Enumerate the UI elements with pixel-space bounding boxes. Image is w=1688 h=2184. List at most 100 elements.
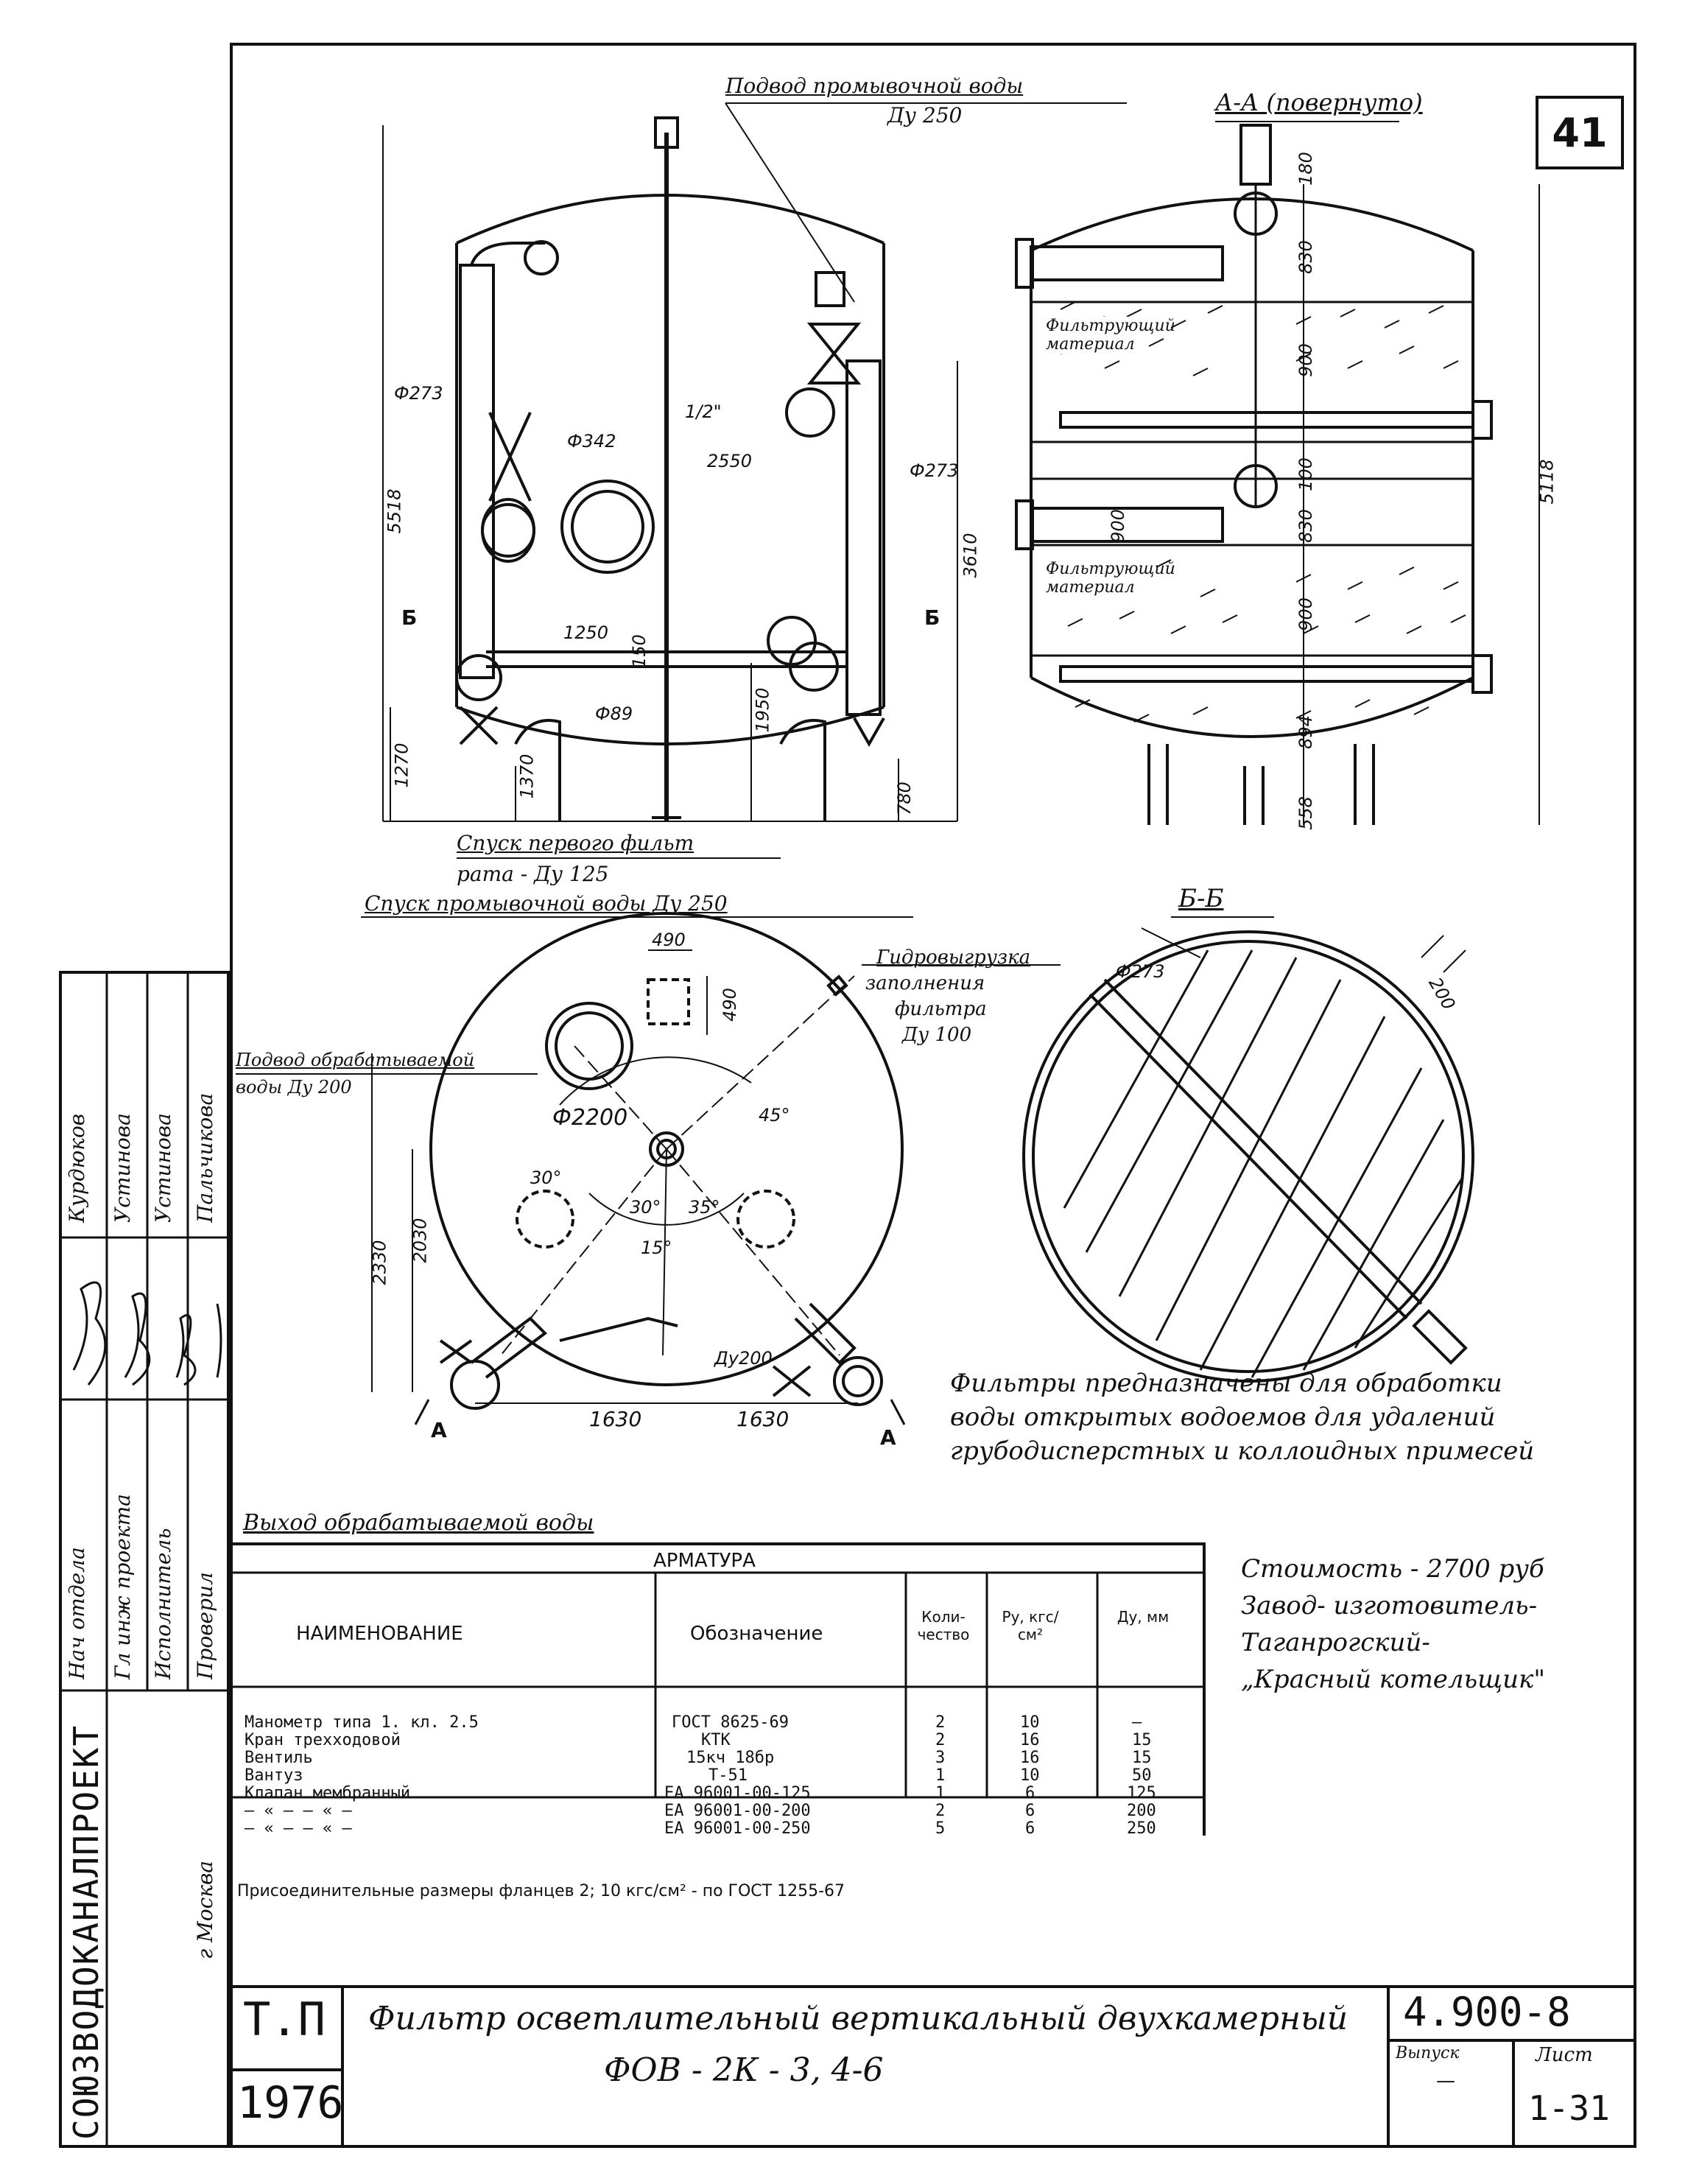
title-block [230, 1985, 1636, 2148]
table-row-4-name: Вантуз [245, 1766, 303, 1785]
front-view-vessel [382, 116, 958, 822]
table-row-5-qty: 1 [935, 1784, 946, 1802]
table-row-1-dy: — [1132, 1713, 1142, 1732]
section-bb-view [1022, 927, 1474, 1383]
dim-plan-2330: 2330 [369, 1240, 390, 1285]
dim-plan-1630-left: 1630 [589, 1407, 642, 1431]
section-bb-title: Б-Б [1178, 884, 1224, 913]
dim-front-d273-left: Ф273 [394, 383, 443, 404]
treated-water-outlet-label: Выход обрабатываемой воды [243, 1510, 594, 1536]
title-block-grid [230, 1985, 1636, 2148]
dim-front-780: 780 [893, 782, 915, 815]
filter-material-label-1: Фильтрующий материал [1046, 317, 1175, 354]
dim-aa-180: 180 [1295, 152, 1316, 186]
dim-aa-830-top: 830 [1295, 240, 1316, 274]
sheet-number: 41 [1536, 96, 1624, 169]
stamp-signatures [72, 1281, 222, 1386]
table-row-6-designation: ЕА 96001-00-200 [664, 1802, 811, 1820]
sheet-label: Лист [1536, 2044, 1593, 2066]
dim-front-1250: 1250 [563, 622, 609, 643]
title-code: 4.900-8 [1403, 1989, 1571, 2035]
armatura-table: Арматура Наименование Обозначение Коли-ч… [230, 1542, 1206, 1838]
table-row-5-py: 6 [1025, 1784, 1035, 1802]
header-dy: Ду, мм [1116, 1608, 1170, 1626]
dim-aa-830-bottom: 830 [1295, 509, 1316, 543]
table-row-6-qty: 2 [935, 1802, 946, 1820]
dim-front-d273-right: Ф273 [910, 460, 959, 481]
armatura-grid [230, 1571, 1206, 1799]
table-row-1-designation: ГОСТ 8625-69 [672, 1713, 789, 1732]
stamp-role-2: Гл инж проекта [110, 1494, 135, 1679]
wash-water-inlet-label: Подвод промывочной воды [725, 74, 1024, 98]
cost-line-1: Стоимость - 2700 руб [1241, 1554, 1544, 1584]
table-row-2-name: Кран трехходовой [245, 1731, 401, 1749]
description-line-2: воды открытых водоемов для удалений [950, 1402, 1496, 1432]
table-row-6-dy: 200 [1127, 1802, 1156, 1820]
treated-water-inlet-label-2: воды Ду 200 [236, 1077, 352, 1098]
dim-plan-30deg-left: 30° [530, 1168, 562, 1188]
dim-front-1950: 1950 [752, 687, 773, 733]
wash-water-drain-label: Спуск промывочной воды Ду 250 [365, 891, 728, 916]
hydro-unload-dn: Ду 100 [902, 1024, 972, 1046]
table-row-6-name: — « — — « — [245, 1802, 352, 1820]
stamp-city: г Москва [193, 1861, 217, 1959]
table-row-7-name: — « — — « — [245, 1819, 352, 1838]
table-row-2-qty: 2 [935, 1731, 946, 1749]
table-row-6-py: 6 [1025, 1802, 1035, 1820]
stamp-role-3: Исполнитель [151, 1528, 175, 1680]
cost-block: Стоимость - 2700 руб Завод- изготовитель… [1241, 1551, 1545, 1698]
dim-plan-1630-right: 1630 [736, 1407, 790, 1431]
stamp-name-1: Курдюков [65, 1113, 89, 1223]
header-designation: Обозначение [690, 1623, 823, 1645]
table-row-4-py: 10 [1020, 1766, 1040, 1785]
dim-aa-900-bottom: 900 [1295, 597, 1316, 631]
table-row-3-dy: 15 [1132, 1749, 1152, 1767]
section-mark-b-left: Б [401, 605, 418, 630]
first-filtrate-drain-label: Спуск первого фильт [457, 831, 694, 855]
dim-aa-5118: 5118 [1536, 459, 1558, 505]
filter-material-label-2: Фильтрующий материал [1046, 560, 1175, 597]
sheet-value: 1-31 [1528, 2088, 1610, 2128]
title-line-2: ФОВ - 2К - 3, 4-6 [604, 2051, 884, 2089]
stamp-name-4: Пальчикова [193, 1092, 217, 1223]
stamp-org: СОЮЗВОДОКАНАЛПРОЕКТ [66, 1724, 106, 2140]
header-name: Наименование [296, 1623, 463, 1645]
drawing-frame [230, 43, 1636, 2148]
dim-front-3610: 3610 [960, 533, 981, 578]
table-row-5-dy: 125 [1127, 1784, 1156, 1802]
dim-plan-490-horizontal: 490 [652, 930, 686, 950]
title-line-1: Фильтр осветлительный вертикальный двухк… [368, 2000, 1348, 2037]
stamp-name-2: Устинова [110, 1113, 135, 1223]
treated-water-inlet-label: Подвод обрабатываемой [236, 1050, 475, 1070]
dim-front-1270: 1270 [391, 742, 412, 788]
table-row-2-dy: 15 [1132, 1731, 1152, 1749]
first-filtrate-drain-label-2: рата - Ду 125 [457, 862, 609, 886]
title-td: Т.П [243, 1992, 326, 2046]
dim-front-d89: Ф89 [595, 703, 633, 724]
hydro-unload-label: Гидровыгрузка [876, 947, 1031, 969]
table-row-3-qty: 3 [935, 1749, 946, 1767]
table-row-1-qty: 2 [935, 1713, 946, 1732]
dim-aa-900-top: 900 [1295, 343, 1316, 377]
dim-plan-dn200: Ду200 [714, 1348, 773, 1369]
dim-aa-894: 894 [1295, 715, 1316, 749]
table-row-1-name: Манометр типа 1. кл. 2.5 [245, 1713, 479, 1732]
section-mark-a-left: А [431, 1418, 447, 1442]
dim-aa-900-side: 900 [1107, 509, 1128, 543]
table-row-4-dy: 50 [1132, 1766, 1152, 1785]
dim-front-half-inch: 1/2" [685, 401, 722, 422]
section-aa-vessel [1015, 124, 1540, 825]
table-row-4-designation: Т-51 [708, 1766, 748, 1785]
dim-front-150: 150 [628, 634, 650, 668]
description-block: Фильтры предназначены для обработки воды… [950, 1366, 1534, 1468]
table-row-7-designation: ЕА 96001-00-250 [664, 1819, 811, 1838]
dim-front-1370: 1370 [516, 754, 538, 799]
section-mark-a-right: А [880, 1425, 896, 1450]
cost-line-4: „Красный котельщик" [1241, 1665, 1545, 1694]
dim-plan-15deg: 15° [641, 1237, 672, 1258]
cost-line-2: Завод- изготовитель- [1241, 1591, 1538, 1621]
plan-view [371, 912, 906, 1425]
issue-label: Выпуск [1396, 2044, 1460, 2062]
description-line-1: Фильтры предназначены для обработки [950, 1369, 1502, 1398]
dim-front-5518: 5518 [384, 488, 405, 534]
